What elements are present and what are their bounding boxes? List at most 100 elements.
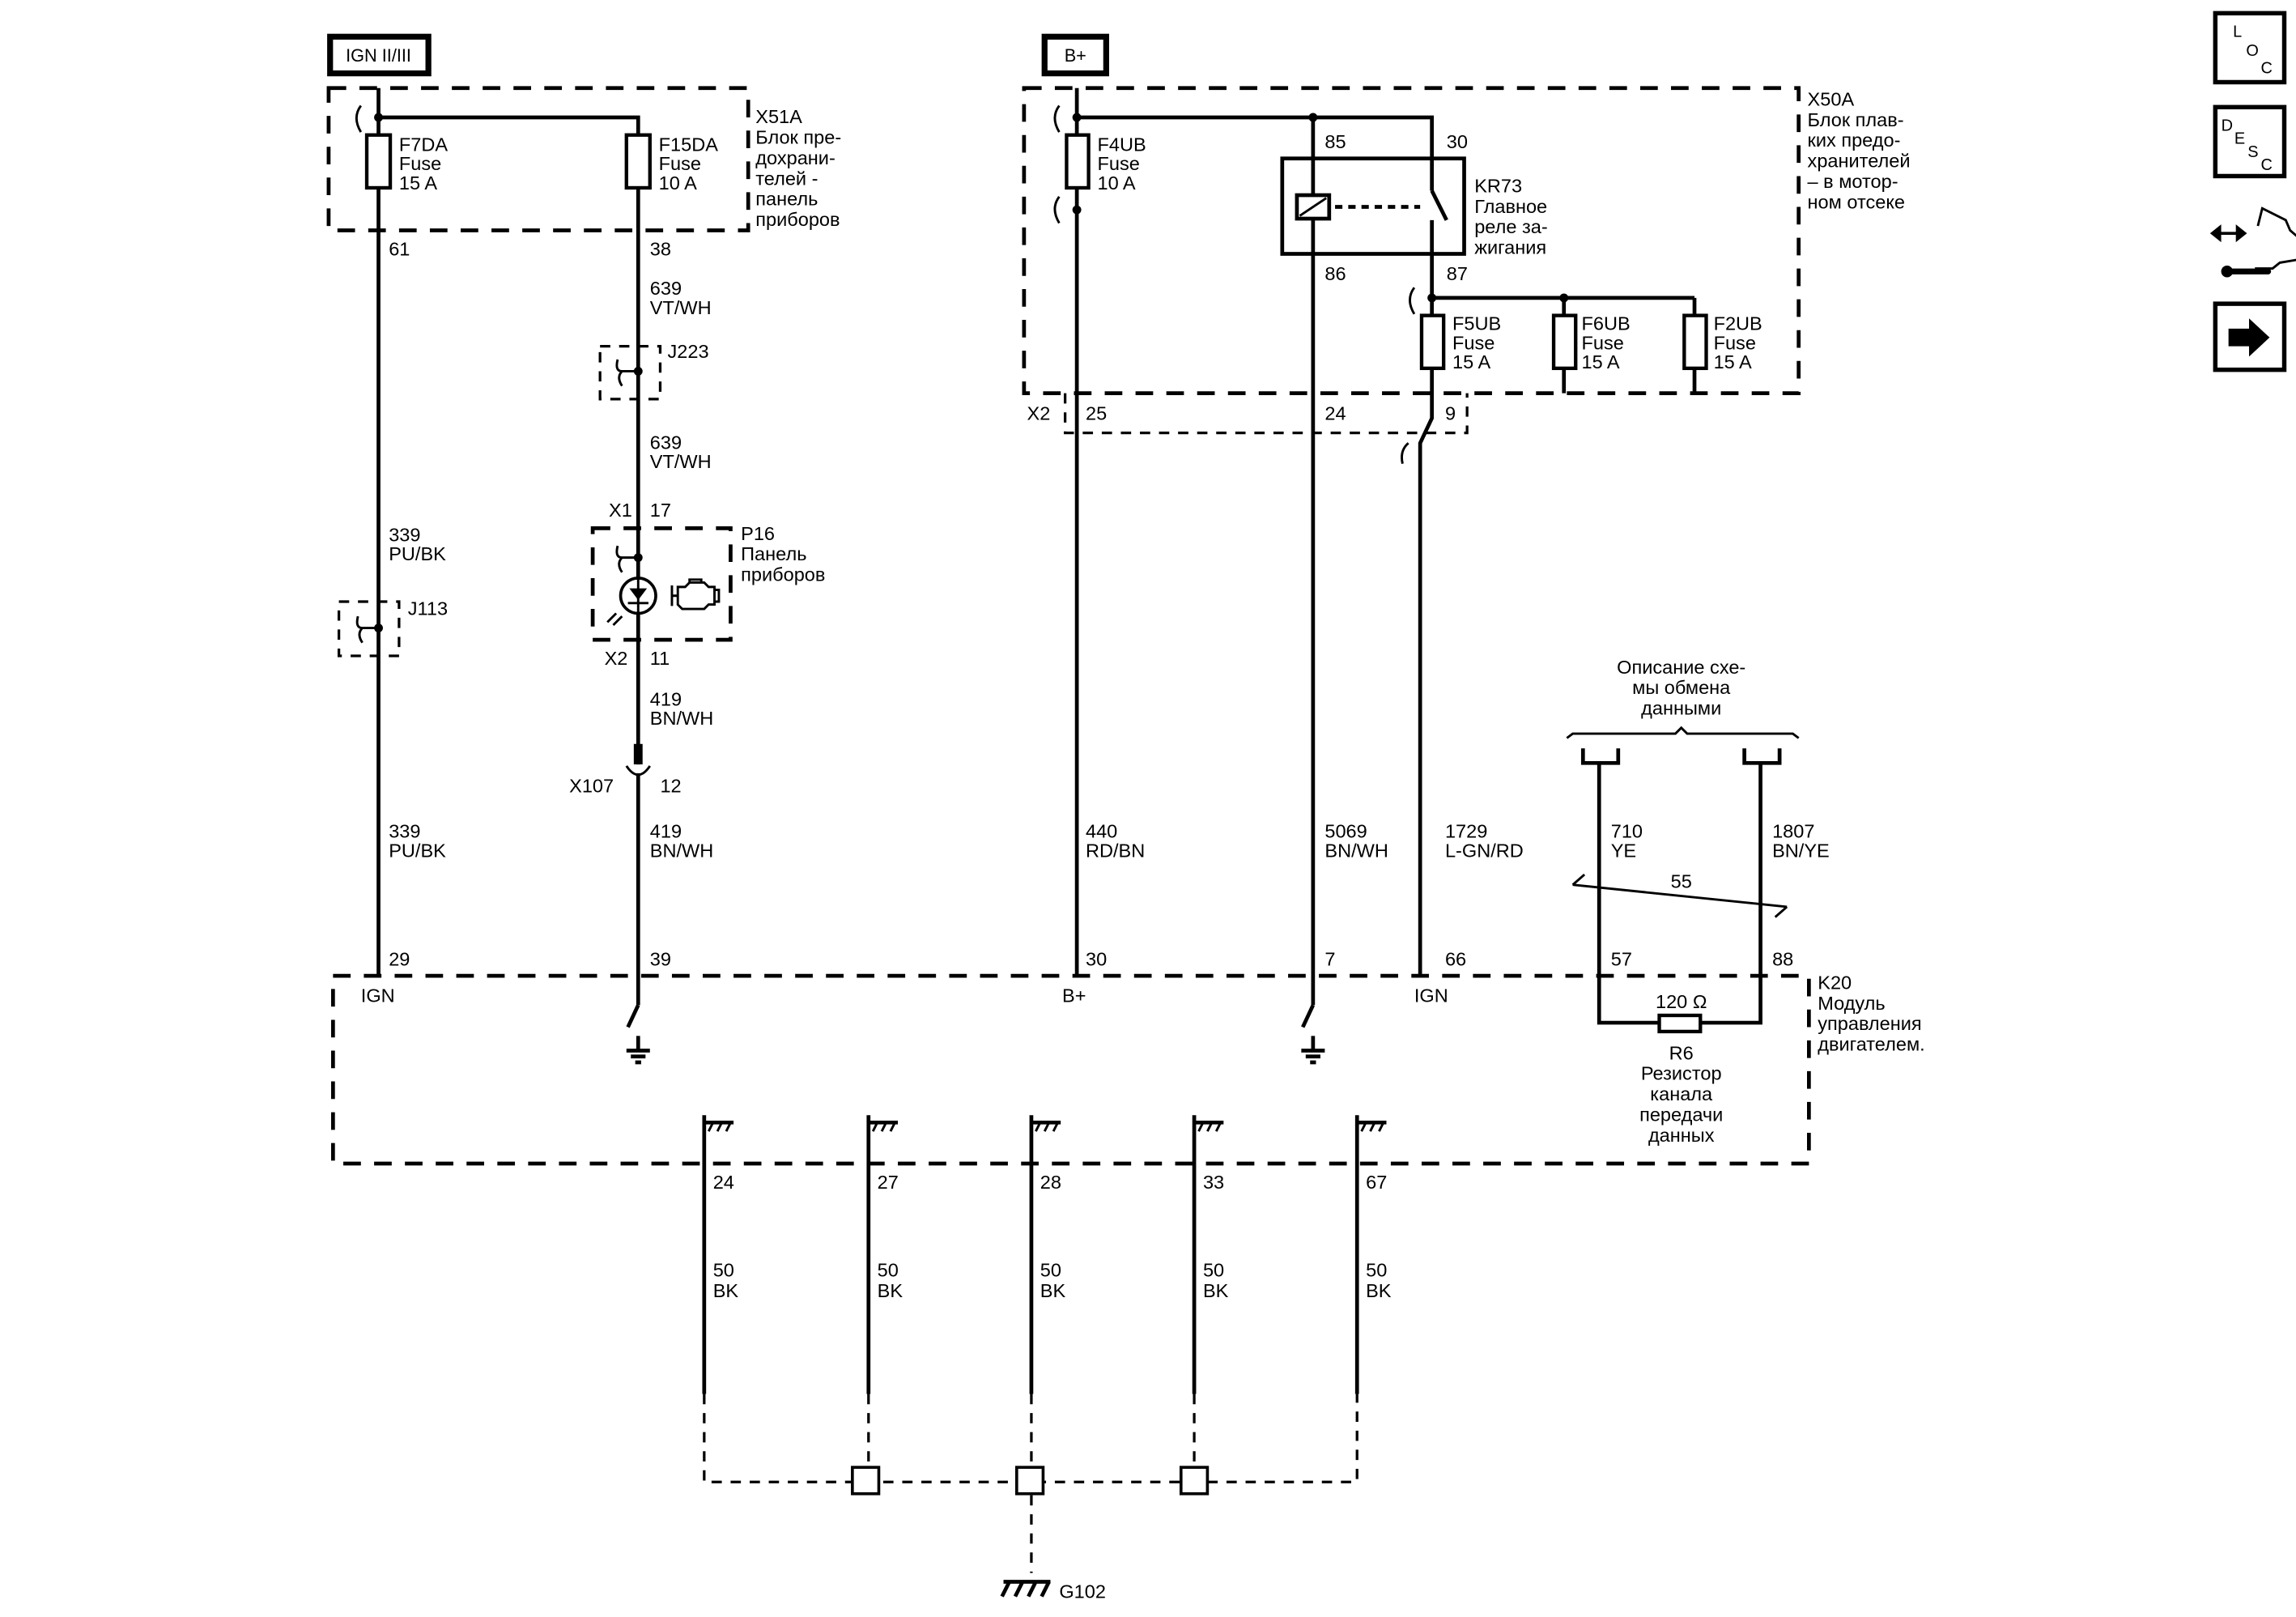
- module-label: двигателем.: [1818, 1034, 1924, 1055]
- pin-label: 88: [1772, 948, 1793, 969]
- wire-label: BN/WH: [1324, 840, 1388, 861]
- pin-label: 12: [660, 776, 681, 797]
- pin-function-label: IGN: [361, 985, 395, 1006]
- pin-label: 67: [1366, 1172, 1387, 1193]
- resistor-label: R6: [1669, 1042, 1694, 1063]
- x51a-fuse-block: X51A Блок пре- дохрани- телей - панель п…: [326, 86, 841, 232]
- wire-label: 639: [650, 278, 682, 299]
- pin-label: 61: [389, 238, 410, 259]
- pin-label: 24: [1324, 402, 1346, 423]
- wire-bplus: [1074, 87, 1697, 1006]
- wire-label: L-GN/RD: [1445, 840, 1524, 861]
- wire-label: BN/WH: [650, 708, 713, 729]
- fuse-label: F7DA: [399, 134, 448, 155]
- fuse-label: 10 A: [1097, 172, 1135, 194]
- pin-label: 38: [650, 238, 671, 259]
- location-button[interactable]: L O C: [2213, 11, 2287, 85]
- pin-label: 29: [389, 948, 410, 969]
- connector-x2: X2 25 24 9: [1027, 393, 1469, 435]
- component-label: приборов: [741, 564, 825, 585]
- wire-label: BK: [713, 1280, 739, 1301]
- fuse-label: 10 A: [659, 172, 697, 194]
- wire-label: 50: [1366, 1260, 1387, 1281]
- component-label: P16: [741, 523, 775, 544]
- next-page-button[interactable]: [2213, 301, 2287, 372]
- x50a-label: ном отсеке: [1808, 191, 1905, 212]
- x50a-label: ких предо-: [1808, 130, 1901, 151]
- wire-label: BN/WH: [650, 840, 713, 861]
- splice-j223: J223: [598, 341, 709, 401]
- splice-hooks: [1053, 104, 1416, 464]
- wire-label: VT/WH: [650, 451, 712, 472]
- data-bus: Описание схе- мы обмена данными 710 YE 1…: [1566, 657, 1830, 1146]
- wire-label: 339: [389, 525, 420, 546]
- component-label: Панель: [741, 543, 806, 564]
- resistor-r6: [1657, 1013, 1703, 1034]
- splice-dot: [374, 113, 383, 122]
- fuse-label: F5UB: [1452, 313, 1501, 334]
- splice-j113: J113: [337, 598, 448, 657]
- wire-label: 639: [650, 432, 682, 453]
- wire-label: 339: [389, 821, 420, 842]
- x50a-label: хранителей: [1808, 151, 1911, 172]
- loc-icon-letter: C: [2261, 60, 2273, 78]
- fuse-f5ub: F5UB Fuse 15 A: [1419, 313, 1501, 372]
- connector-label: X107: [569, 776, 614, 797]
- wire-label: 710: [1611, 821, 1643, 842]
- repair-hand-tool-icon[interactable]: [2209, 206, 2296, 278]
- x51a-label: приборов: [755, 209, 840, 230]
- wire-label: 50: [713, 1260, 734, 1281]
- module-label: управления: [1818, 1013, 1921, 1034]
- splice-label: J113: [408, 598, 448, 619]
- wire-label: VT/WH: [650, 297, 712, 318]
- wire-label: 419: [650, 689, 682, 710]
- relay-label: Главное: [1474, 196, 1547, 217]
- wire-label: BK: [1040, 1280, 1066, 1301]
- pin-label: 30: [1086, 948, 1107, 969]
- wire-label: PU/BK: [389, 840, 446, 861]
- ground-label: G102: [1059, 1581, 1106, 1602]
- x50a-fuse-block: X50A Блок плав- ких предо- хранителей – …: [1022, 86, 1911, 396]
- wire-label: 1807: [1772, 821, 1814, 842]
- fuse-f6ub: F6UB Fuse 15 A: [1551, 313, 1631, 372]
- internal-ground-icon: [1301, 1004, 1325, 1065]
- fuse-label: Fuse: [399, 153, 441, 174]
- wire-label: BK: [878, 1280, 904, 1301]
- x51a-label: X51A: [755, 106, 802, 127]
- bus-desc: данными: [1641, 698, 1721, 719]
- relay-label: жигания: [1474, 237, 1546, 258]
- pin-label: 27: [878, 1172, 899, 1193]
- module-label: K20: [1818, 972, 1852, 993]
- fuse-f15da: F15DA Fuse 10 A: [624, 133, 719, 194]
- resistor-label: канала: [1650, 1083, 1713, 1104]
- wire-label: BK: [1366, 1280, 1392, 1301]
- pin-label: 66: [1445, 948, 1466, 969]
- loc-icon-letter: O: [2246, 42, 2259, 60]
- desc-icon-letter: E: [2234, 130, 2245, 148]
- fuse-label: 15 A: [1452, 351, 1490, 372]
- connector-x107: X107 12: [569, 743, 682, 797]
- resistor-label: Резистор: [1641, 1063, 1722, 1084]
- wire-label: PU/BK: [389, 543, 446, 564]
- ign-label-text: IGN II/III: [346, 45, 411, 66]
- splice-hook: [355, 104, 363, 133]
- description-button[interactable]: D E S C: [2213, 104, 2287, 179]
- bus-desc: Описание схе-: [1617, 657, 1745, 678]
- resistor-label: данных: [1648, 1125, 1715, 1146]
- relay-kr73: 85 30 86 87 KR73 Главное реле за- жигани…: [1280, 131, 1548, 284]
- splice-pack: [1015, 1466, 1045, 1496]
- pin-label: 9: [1445, 402, 1456, 423]
- fuse-f2ub: F2UB Fuse 15 A: [1682, 313, 1762, 372]
- x50a-label: – в мотор-: [1808, 171, 1898, 192]
- wire-label: 5069: [1324, 821, 1367, 842]
- resistor-label: передачи: [1639, 1104, 1723, 1125]
- x51a-label: Блок пре-: [755, 127, 841, 148]
- pin-label: 24: [713, 1172, 734, 1193]
- fuse-label: F15DA: [659, 134, 719, 155]
- fuse-label: Fuse: [659, 153, 701, 174]
- connector-label: X2: [605, 648, 628, 669]
- wire-label: BK: [1203, 1280, 1229, 1301]
- pin-label: 30: [1447, 131, 1468, 152]
- fuse-label: Fuse: [1452, 332, 1495, 353]
